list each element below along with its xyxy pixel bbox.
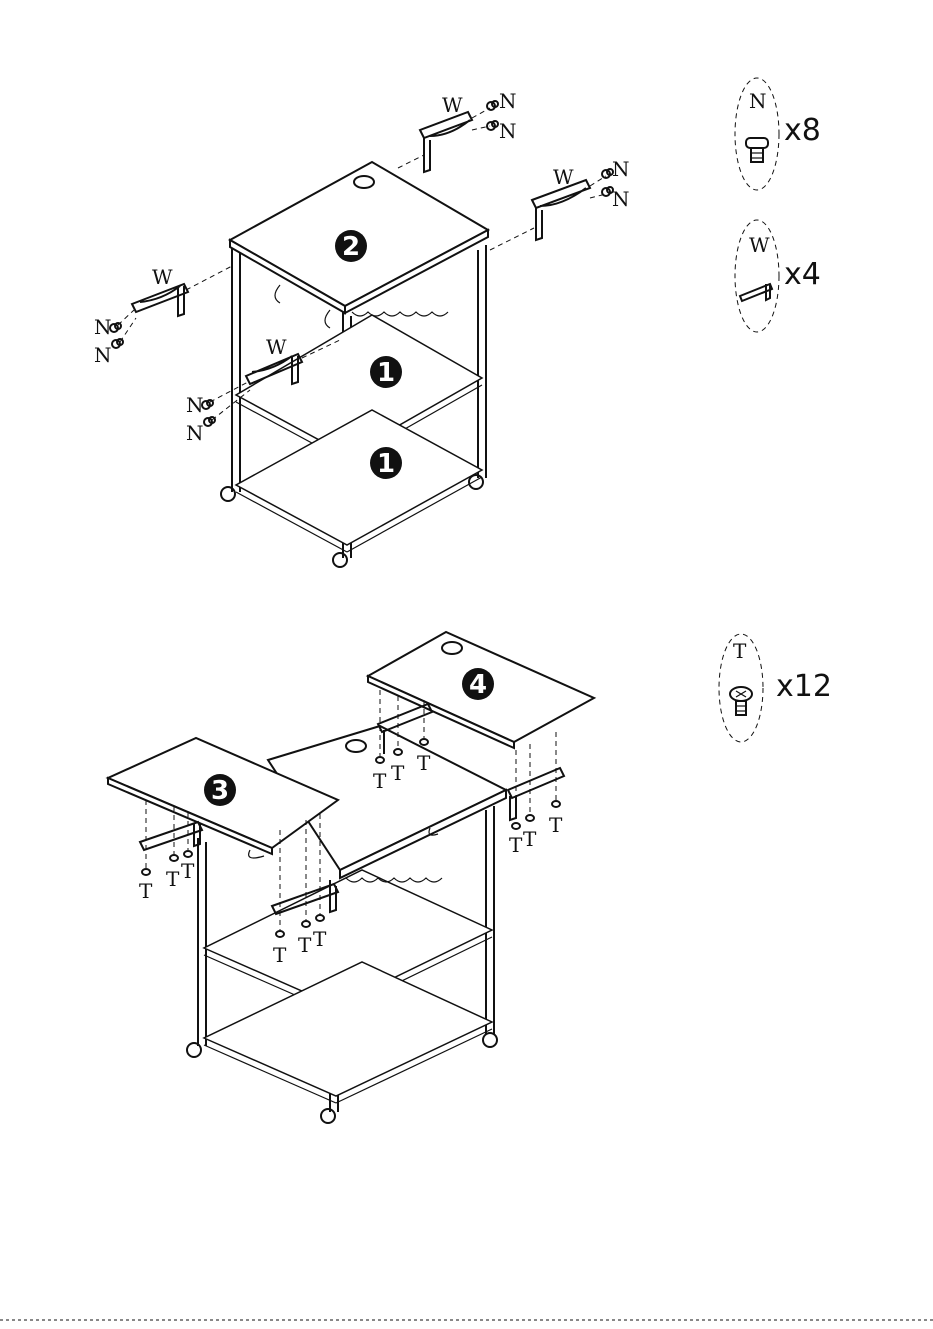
svg-text:T: T (373, 769, 387, 793)
bracket-icon (740, 284, 772, 301)
svg-text:N: N (499, 89, 517, 113)
svg-text:W: W (749, 233, 770, 257)
svg-text:2: 2 (342, 232, 360, 262)
bracket-w-top-center: W (398, 93, 490, 172)
svg-text:x8: x8 (784, 113, 821, 148)
screw-t: T (549, 801, 563, 837)
svg-text:W: W (553, 165, 574, 189)
svg-text:T: T (139, 879, 153, 903)
part-w-legend: W x4 (735, 220, 821, 332)
svg-text:T: T (166, 867, 180, 891)
badge-top: 2 (335, 230, 367, 262)
screw-t: T (181, 851, 195, 883)
svg-text:x4: x4 (784, 257, 821, 292)
svg-text:4: 4 (469, 670, 487, 700)
badge-right-wing: 4 (462, 668, 494, 700)
screw-t: T (417, 739, 431, 775)
screw-icon (746, 138, 768, 162)
svg-text:T: T (298, 933, 312, 957)
svg-text:T: T (549, 813, 563, 837)
screw-n-2: N (487, 119, 517, 143)
step1-diagram: 2 1 1 W N N W N N (94, 89, 630, 567)
svg-text:1: 1 (377, 449, 395, 479)
step2-diagram: 3 4 T T T T (108, 632, 594, 1123)
badge-shelf-mid: 1 (370, 356, 402, 388)
screw-t: T (523, 815, 537, 851)
screw-n-4: N (602, 187, 630, 211)
screw-n-7: N (186, 393, 213, 417)
svg-text:W: W (442, 93, 463, 117)
svg-text:T: T (273, 943, 287, 967)
part-t-legend: T x12 (719, 634, 832, 742)
svg-text:T: T (523, 827, 537, 851)
bracket-w-left: W (118, 265, 232, 342)
svg-text:T: T (417, 751, 431, 775)
screw-t-group-left-front: T T T (139, 851, 195, 903)
lower-shelf (204, 962, 492, 1096)
screw-n-6: N (94, 339, 123, 367)
svg-text:3: 3 (211, 776, 229, 806)
badge-left-wing: 3 (204, 774, 236, 806)
screw-t: T (509, 823, 523, 857)
svg-text:N: N (186, 421, 204, 445)
part-n-legend: N x8 (735, 78, 821, 190)
svg-text:T: T (733, 639, 747, 663)
screw-n-8: N (186, 417, 215, 445)
screw-n-3: N (602, 157, 630, 181)
svg-text:T: T (509, 833, 523, 857)
screw-icon (730, 687, 752, 715)
screw-n-5: N (94, 315, 121, 339)
svg-text:N: N (612, 157, 630, 181)
svg-text:1: 1 (377, 358, 395, 388)
badge-shelf-low: 1 (370, 447, 402, 479)
screw-n-1: N (487, 89, 517, 113)
svg-text:N: N (94, 343, 112, 367)
svg-text:x12: x12 (776, 669, 832, 704)
svg-text:N: N (612, 187, 630, 211)
screw-t-group-right-front: T T T (509, 801, 563, 857)
svg-text:T: T (313, 927, 327, 951)
lower-shelf (236, 410, 482, 545)
svg-text:N: N (499, 119, 517, 143)
bracket-left-front (140, 822, 202, 850)
svg-text:W: W (152, 265, 173, 289)
svg-text:N: N (186, 393, 204, 417)
svg-text:T: T (181, 859, 195, 883)
svg-text:N: N (94, 315, 112, 339)
bracket-w-right: W (490, 165, 606, 250)
screw-t: T (166, 855, 180, 891)
svg-text:T: T (391, 761, 405, 785)
svg-text:N: N (749, 89, 767, 113)
screw-t: T (139, 869, 153, 903)
svg-text:W: W (266, 335, 287, 359)
